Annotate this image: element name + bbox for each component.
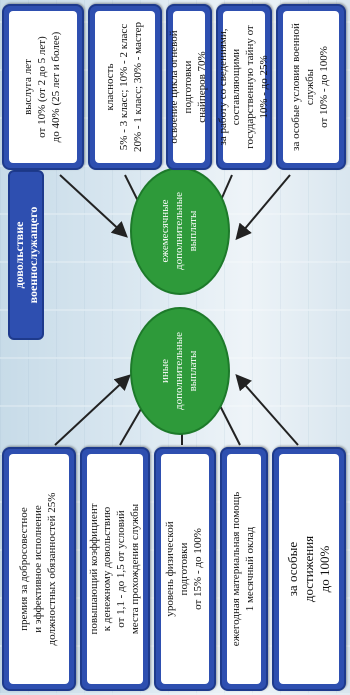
box-bonus: премия за добросовестное и эффективное и… xyxy=(2,447,76,691)
box-seniority-text: выслуга лет от 10% (от 2 до 5 лет) до 40… xyxy=(9,11,77,163)
title-box: довольствие военнослужащего xyxy=(8,170,44,340)
box-seniority: выслуга лет от 10% (от 2 до 5 лет) до 40… xyxy=(2,4,84,170)
box-material-aid-text: ежегодная материальная помощь 1 месячный… xyxy=(227,454,261,684)
box-sniper: освоение цикла огневой подготовки снайпе… xyxy=(166,4,212,170)
box-secret-text: за работу со сведениями, составляющими г… xyxy=(217,11,270,163)
box-achievements-text: за особые достижения до 100% xyxy=(279,454,339,684)
ellipse-monthly-payments: ежемесячные дополнительные выплаты xyxy=(130,167,230,295)
arrow-achievements xyxy=(235,374,299,446)
box-secret: за работу со сведениями, составляющими г… xyxy=(216,4,272,170)
arrow-bonus xyxy=(54,374,131,446)
box-coefficient: повышающий коэффициент к денежному довол… xyxy=(80,447,150,691)
ellipse-other-payments: иные дополнительные выплаты xyxy=(130,307,230,435)
box-physical: уровень физической подготовки от 15% - д… xyxy=(154,447,216,691)
box-class-text: класность 5% - 3 класс; 10% - 2 класс 20… xyxy=(95,11,155,163)
box-class: класность 5% - 3 класс; 10% - 2 класс 20… xyxy=(88,4,162,170)
box-service-conditions: за особые условия военной службы от 10% … xyxy=(276,4,346,170)
box-material-aid: ежегодная материальная помощь 1 месячный… xyxy=(220,447,268,691)
arrow-conditions xyxy=(235,174,291,241)
box-achievements: за особые достижения до 100% xyxy=(272,447,346,691)
box-sniper-text: освоение цикла огневой подготовки снайпе… xyxy=(168,11,208,163)
box-bonus-text: премия за добросовестное и эффективное и… xyxy=(9,454,69,684)
box-service-conditions-text: за особые условия военной службы от 10% … xyxy=(283,11,339,163)
arrow-seniority xyxy=(59,174,128,238)
box-physical-text: уровень физической подготовки от 15% - д… xyxy=(161,454,209,684)
box-coefficient-text: повышающий коэффициент к денежному довол… xyxy=(87,454,143,684)
